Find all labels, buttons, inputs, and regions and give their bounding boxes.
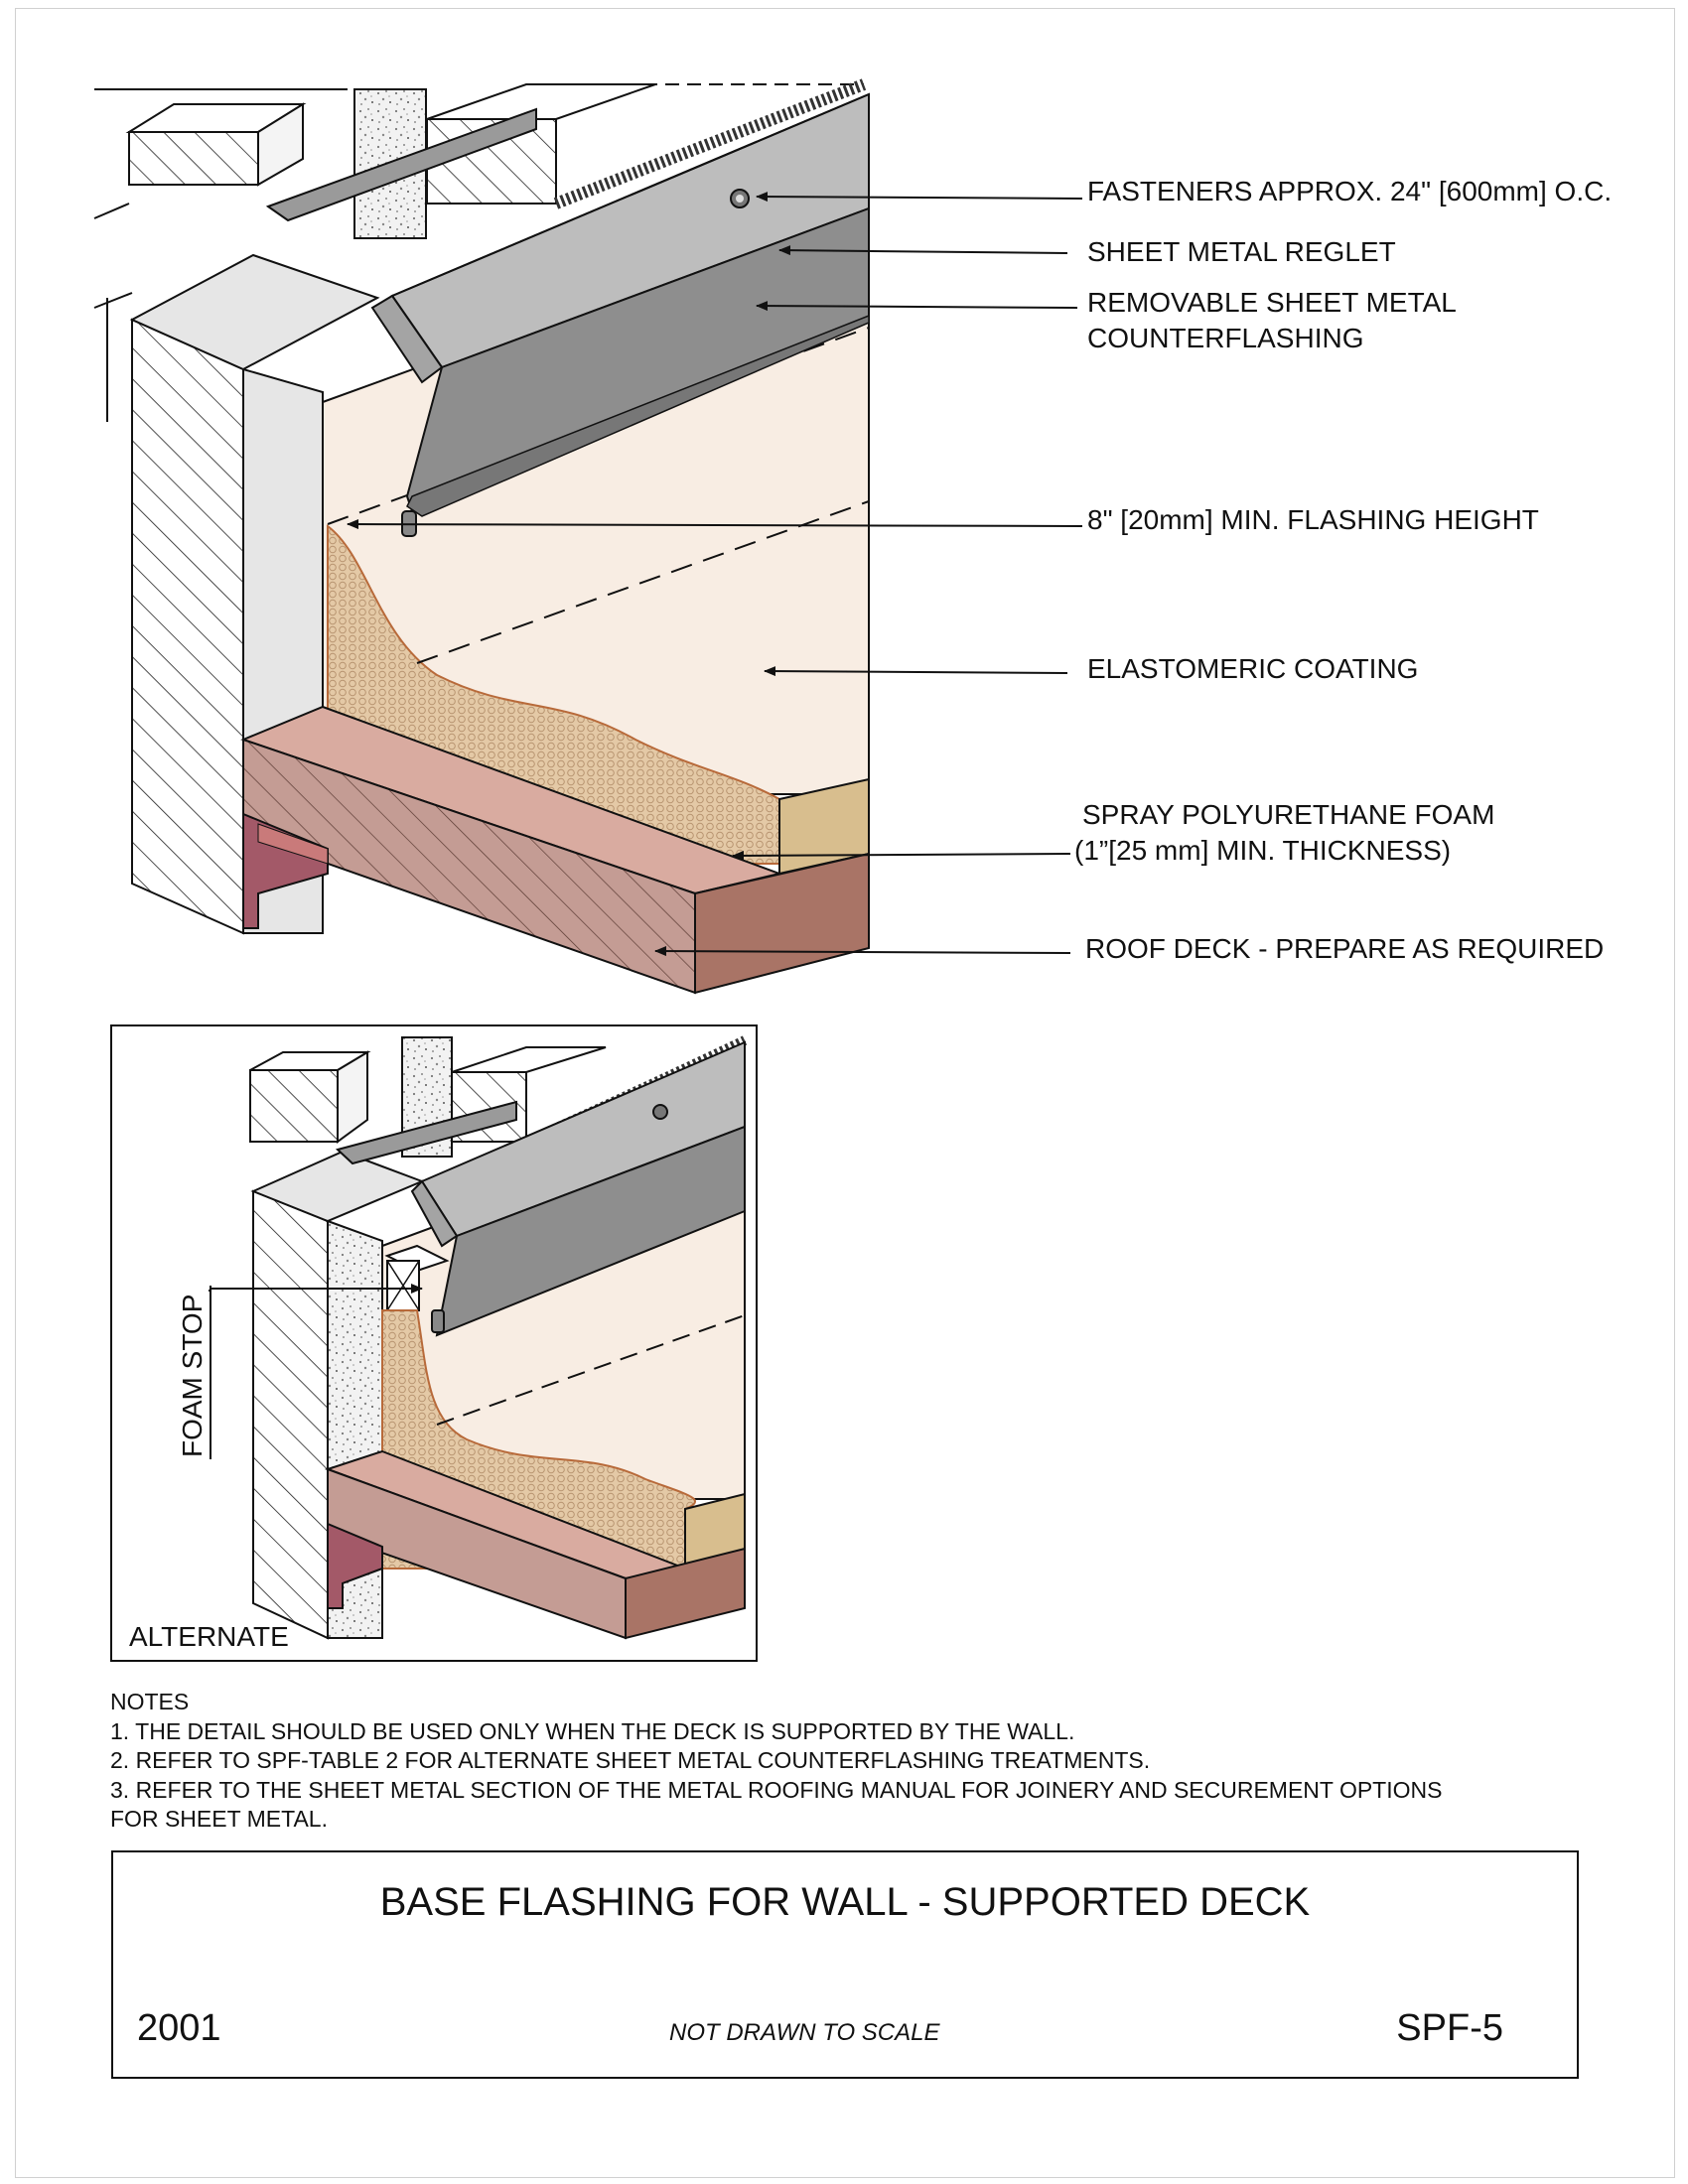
drawing-title: BASE FLASHING FOR WALL - SUPPORTED DECK [379,1880,1311,1924]
note-item-3: 3. REFER TO THE SHEET METAL SECTION OF T… [110,1776,1443,1803]
coating-line-lower [416,500,870,664]
callout-deck: ROOF DECK - PREPARE AS REQUIRED [1085,933,1604,964]
callout-counterflashing-line1: REMOVABLE SHEET METAL [1087,287,1457,318]
foam-stop [384,1244,450,1311]
masonry-block-left [94,88,348,187]
sealant-bead [553,78,867,209]
notes: NOTES 1. THE DETAIL SHOULD BE USED ONLY … [110,1688,1600,1835]
main-detail: FASTENERS APPROX. 24" [600mm] O.C. SHEET… [93,78,1612,995]
callout-counterflashing-line2: COUNTERFLASHING [1087,323,1363,353]
note-item-1: 1. THE DETAIL SHOULD BE USED ONLY WHEN T… [110,1717,1075,1744]
foam-stop-label: FOAM STOP [177,1295,208,1457]
drawing-year: 2001 [137,2007,221,2049]
fastener-icon [730,189,750,208]
alternate-label: ALTERNATE [129,1621,289,1652]
note-item-2: 2. REFER TO SPF-TABLE 2 FOR ALTERNATE SH… [110,1747,1151,1773]
alternate-inset: FOAM STOP ALTERNATE [110,1024,758,1662]
counterflashing [370,206,870,537]
callout-flashing-height: 8" [20mm] MIN. FLASHING HEIGHT [1087,504,1539,535]
callout-foam-line1: SPRAY POLYURETHANE FOAM [1082,799,1494,830]
callout-coating: ELASTOMERIC COATING [1087,653,1418,684]
wall-top [129,253,380,371]
callout-fasteners: FASTENERS APPROX. 24" [600mm] O.C. [1087,176,1612,206]
notes-heading: NOTES [110,1689,190,1714]
wall-cut-face [131,318,244,935]
note-item-3-continued: FOR SHEET METAL. [110,1806,328,1832]
callout-reglet: SHEET METAL REGLET [1087,236,1396,267]
drawing-code: SPF-5 [1396,2007,1503,2049]
roof-deck-end [694,852,870,995]
callout-foam-line2: (1”[25 mm] MIN. THICKNESS) [1074,835,1451,866]
title-block: BASE FLASHING FOR WALL - SUPPORTED DECK … [111,1850,1579,2079]
sheet-border [15,8,1675,2178]
scale-note: NOT DRAWN TO SCALE [669,2019,940,2046]
inset-fastener-icon [652,1104,668,1120]
